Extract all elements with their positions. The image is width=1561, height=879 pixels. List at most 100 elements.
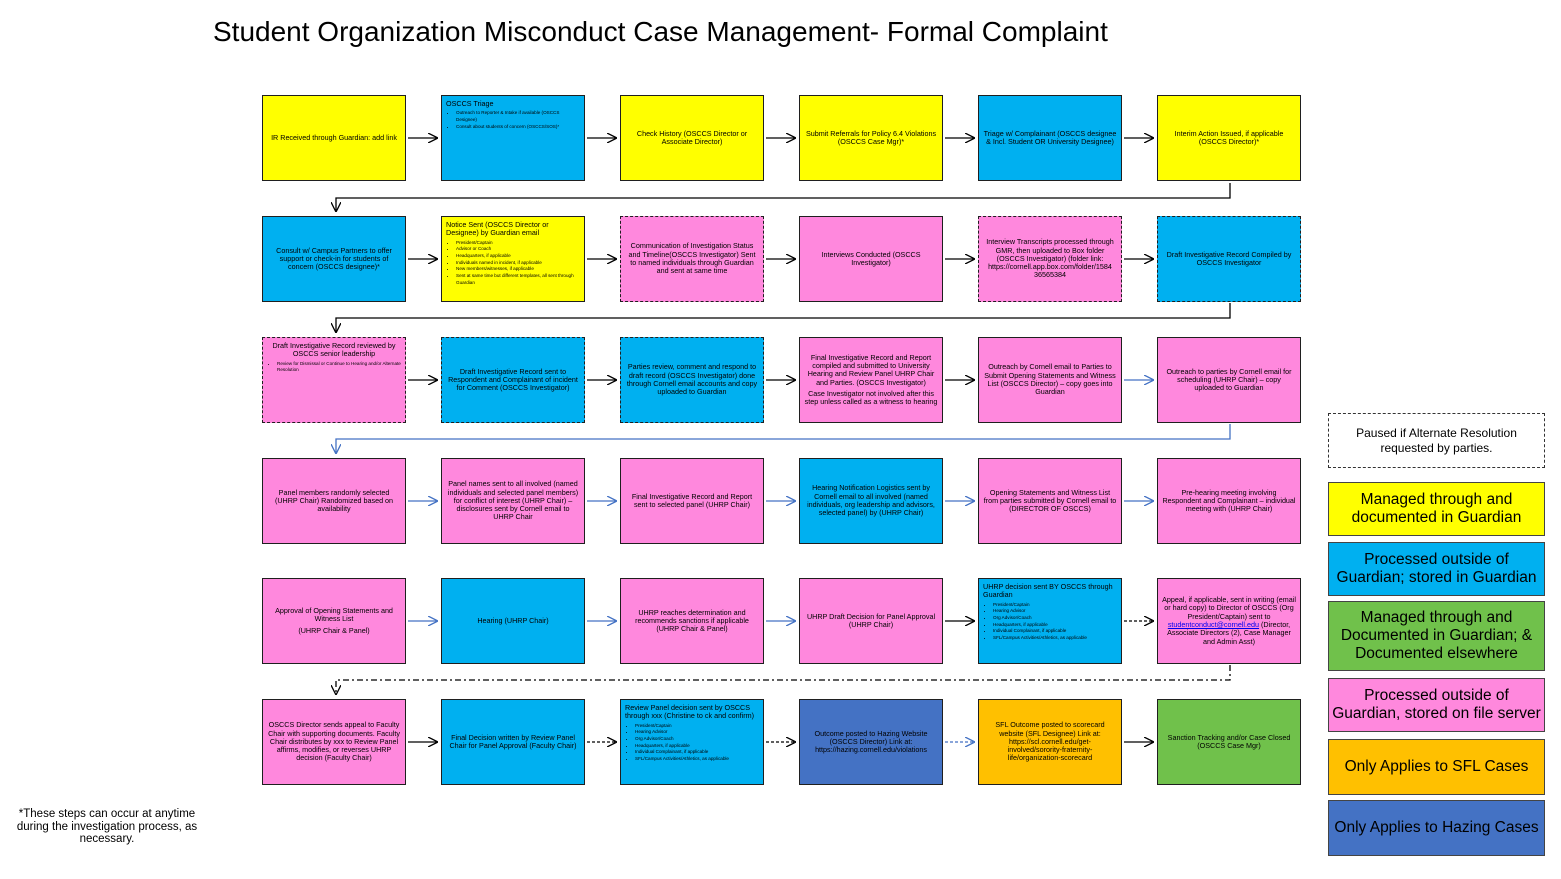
step-review-decision-sent: Review Panel decision sent by OSCCS thro…: [620, 699, 764, 785]
step-bullets: President/Captain Hearing Advisor Org Ad…: [983, 602, 1087, 642]
step-text: Interview Transcripts processed through …: [986, 237, 1114, 280]
step-text: OSCCS Triage: [446, 99, 494, 108]
legend-paused: Paused if Alternate Resolution requested…: [1328, 413, 1545, 468]
step-final-decision-written: Final Decision written by Review Panel C…: [441, 699, 585, 785]
step-uhrp-draft-decision: UHRP Draft Decision for Panel Approval (…: [799, 578, 943, 664]
step-sfl-outcome: SFL Outcome posted to scorecard website …: [978, 699, 1122, 785]
step-text: Notice Sent (OSCCS Director or Designee)…: [446, 220, 549, 238]
step-record-sent-to-panel: Final Investigative Record and Report se…: [620, 458, 764, 544]
step-opening-statements: Opening Statements and Witness List from…: [978, 458, 1122, 544]
step-pre-hearing-meeting: Pre-hearing meeting involving Respondent…: [1157, 458, 1301, 544]
step-text: UHRP decision sent BY OSCCS through Guar…: [983, 582, 1113, 600]
bullet: President/Captain: [635, 723, 729, 730]
step-subtext: Case Investigator not involved after thi…: [804, 388, 938, 407]
step-text: Hearing Notification Logistics sent by C…: [807, 483, 935, 518]
arrow-row1-row2: [336, 183, 1231, 211]
arrow-row5-row6: [336, 665, 1231, 694]
step-outreach-scheduling: Outreach to parties by Cornell email for…: [1157, 337, 1301, 423]
bullet: Org Advisor/Coach: [993, 615, 1087, 622]
bullet: Outreach to Reporter & Intake if availab…: [456, 110, 580, 123]
step-text: Sanction Tracking and/or Case Closed (OS…: [1167, 732, 1291, 750]
step-hearing-notification: Hearing Notification Logistics sent by C…: [799, 458, 943, 544]
bullet: Individuals named in incident, if applic…: [456, 260, 580, 267]
legend-pink: Processed outside of Guardian, stored on…: [1328, 678, 1545, 732]
arrow-row2-row3: [336, 303, 1231, 332]
step-panel-names-sent: Panel names sent to all involved (named …: [441, 458, 585, 544]
step-oscs-triage: OSCCS Triage Outreach to Reporter & Inta…: [441, 95, 585, 181]
step-text: Draft Investigative Record Compiled by O…: [1166, 249, 1292, 267]
bullet: Org Advisor/Coach: [635, 736, 729, 743]
step-text: Appeal, if applicable, sent in writing (…: [1162, 596, 1296, 646]
page-title: Student Organization Misconduct Case Man…: [213, 16, 1108, 47]
bullet: SFL/Campus Activities/Athletics, as appl…: [993, 635, 1087, 642]
step-text: Outcome posted to Hazing Website (OSCCS …: [814, 728, 928, 755]
step-text: Outreach by Cornell email to Parties to …: [984, 362, 1116, 397]
bullet: Advisor or Coach: [456, 246, 580, 253]
legend-label: Processed outside of Guardian, stored on…: [1332, 686, 1541, 722]
legend-label: Only Applies to Hazing Cases: [1334, 818, 1539, 836]
legend-label: Paused if Alternate Resolution requested…: [1356, 426, 1517, 455]
step-text: SFL Outcome posted to scorecard website …: [995, 720, 1105, 763]
step-appeal-to-faculty: OSCCS Director sends appeal to Faculty C…: [262, 699, 406, 785]
step-hazing-outcome: Outcome posted to Hazing Website (OSCCS …: [799, 699, 943, 785]
step-text: OSCCS Director sends appeal to Faculty C…: [268, 720, 400, 763]
arrow-row3-row4: [336, 424, 1231, 453]
step-text: Consult w/ Campus Partners to offer supp…: [276, 245, 392, 272]
step-approval-statements: Approval of Opening Statements and Witne…: [262, 578, 406, 664]
legend-blue: Processed outside of Guardian; stored in…: [1328, 542, 1545, 596]
legend-yellow: Managed through and documented in Guardi…: [1328, 482, 1545, 536]
bullet: Headquarters, if applicable: [456, 253, 580, 260]
appeal-recipients: (Director, Associate Directors (2), Case…: [1167, 620, 1291, 646]
step-bullets: President/Captain Hearing Advisor Org Ad…: [625, 723, 729, 763]
step-text: Check History (OSCCS Director or Associa…: [636, 128, 748, 146]
email-link[interactable]: studentconduct@cornell.edu: [1167, 620, 1260, 629]
step-text: Outreach to parties by Cornell email for…: [1166, 366, 1292, 393]
step-hearing: Hearing (UHRP Chair): [441, 578, 585, 664]
step-text: Final Investigative Record and Report co…: [807, 352, 935, 387]
bullet: President/Captain: [993, 602, 1087, 609]
step-text: Parties review, comment and respond to d…: [626, 362, 758, 397]
bullet: Individual Complainant, if applicable: [993, 628, 1087, 635]
step-text: Communication of Investigation Status an…: [628, 241, 756, 276]
bullet: Review for Dismissal or Continue to Hear…: [277, 361, 401, 374]
legend-label: Processed outside of Guardian; stored in…: [1336, 550, 1537, 586]
legend-dark-blue: Only Applies to Hazing Cases: [1328, 800, 1545, 856]
step-text: Hearing (UHRP Chair): [477, 615, 549, 625]
step-sanction-tracking: Sanction Tracking and/or Case Closed (OS…: [1157, 699, 1301, 785]
step-text: Interviews Conducted (OSCCS Investigator…: [821, 249, 921, 267]
step-uhrp-determination: UHRP reaches determination and recommend…: [620, 578, 764, 664]
step-triage-complainant: Triage w/ Complainant (OSCCS designee & …: [978, 95, 1122, 181]
footnote: *These steps can occur at anytime during…: [16, 808, 198, 846]
step-text: Final Decision written by Review Panel C…: [449, 732, 577, 750]
step-check-history: Check History (OSCCS Director or Associa…: [620, 95, 764, 181]
step-subtext: (UHRP Chair & Panel): [298, 625, 370, 635]
step-outreach-opening-statements: Outreach by Cornell email to Parties to …: [978, 337, 1122, 423]
step-consult-campus-partners: Consult w/ Campus Partners to offer supp…: [262, 216, 406, 302]
step-text: Pre-hearing meeting involving Respondent…: [1162, 487, 1296, 514]
legend-orange: Only Applies to SFL Cases: [1328, 739, 1545, 795]
bullet: Headquarters, if applicable: [993, 622, 1087, 629]
bullet: Individual Complainant, if applicable: [635, 749, 729, 756]
step-submit-referrals: Submit Referrals for Policy 6.4 Violatio…: [799, 95, 943, 181]
bullet: Consult about students of concern (OSCCS…: [456, 124, 580, 131]
step-text: Panel members randomly selected (UHRP Ch…: [274, 487, 394, 514]
bullet: Hearing Advisor: [993, 608, 1087, 615]
step-interim-action: Interim Action Issued, if applicable (OS…: [1157, 95, 1301, 181]
bullet: SFL/Campus Activities/Athletics, as appl…: [635, 756, 729, 763]
step-draft-record-compiled: Draft Investigative Record Compiled by O…: [1157, 216, 1301, 302]
step-interviews-conducted: Interviews Conducted (OSCCS Investigator…: [799, 216, 943, 302]
legend-label: Managed through and documented in Guardi…: [1351, 490, 1522, 526]
step-bullets: President/Captain Advisor or Coach Headq…: [446, 240, 580, 287]
step-interview-transcripts: Interview Transcripts processed through …: [978, 216, 1122, 302]
step-text: Review Panel decision sent by OSCCS thro…: [625, 703, 755, 721]
step-text: Interim Action Issued, if applicable (OS…: [1174, 128, 1284, 146]
step-text: Final Investigative Record and Report se…: [631, 491, 753, 509]
step-parties-review: Parties review, comment and respond to d…: [620, 337, 764, 423]
bullet: Headquarters, if applicable: [635, 743, 729, 750]
step-draft-record-sent: Draft Investigative Record sent to Respo…: [441, 337, 585, 423]
appeal-text: Appeal, if applicable, sent in writing (…: [1162, 595, 1296, 621]
step-uhrp-decision-sent: UHRP decision sent BY OSCCS through Guar…: [978, 578, 1122, 664]
step-text: Draft Investigative Record sent to Respo…: [448, 366, 578, 393]
step-text: Panel names sent to all involved (named …: [447, 479, 579, 522]
